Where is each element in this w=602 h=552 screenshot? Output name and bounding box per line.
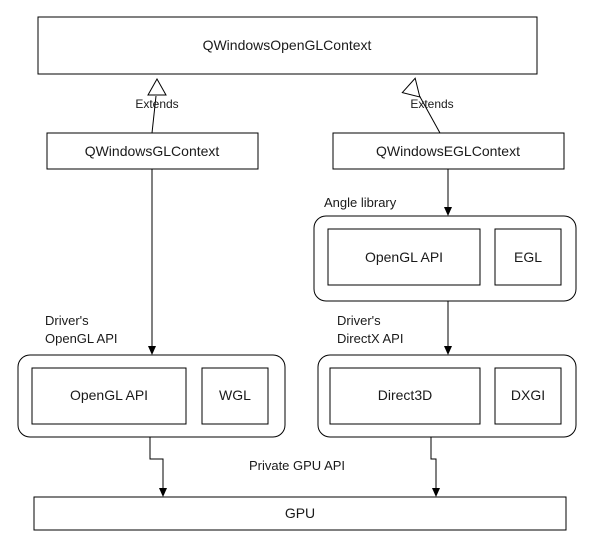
node-gpu xyxy=(33,496,567,531)
arrowhead-angle-to-driver-directx xyxy=(444,346,452,355)
node-angle-opengl-api xyxy=(327,228,481,286)
node-qwindowseglcontext-label: QWindowsEGLContext xyxy=(376,143,520,159)
node-gpu-label: GPU xyxy=(285,505,315,521)
node-driver-opengl-api xyxy=(31,367,187,425)
node-wgl xyxy=(201,367,269,425)
node-egl xyxy=(494,228,562,286)
node-driver-opengl-api-label: OpenGL API xyxy=(70,387,148,403)
arrowhead-glcontext-to-driver-opengl xyxy=(148,346,156,355)
drivers-directx-label-line1: Driver's xyxy=(337,313,381,328)
node-egl-label: EGL xyxy=(514,249,542,265)
node-qwindowsglcontext xyxy=(46,132,259,170)
edge-driver-directx-to-gpu xyxy=(430,437,437,488)
extends-label-right: Extends xyxy=(410,97,453,111)
arrowhead-eglcontext-to-angle xyxy=(444,207,452,216)
drivers-directx-label-line2: DirectX API xyxy=(337,331,403,346)
node-qwindowsopenglcontext xyxy=(37,16,538,75)
angle-library-label: Angle library xyxy=(324,195,397,210)
edge-glcontext-extends xyxy=(151,95,157,134)
node-dxgi-label: DXGI xyxy=(511,387,545,403)
node-direct3d-label: Direct3D xyxy=(378,387,432,403)
edge-driver-opengl-to-gpu xyxy=(149,437,164,488)
arrowhead-driver-opengl-to-gpu xyxy=(159,488,167,497)
node-qwindowsopenglcontext-label: QWindowsOpenGLContext xyxy=(203,37,372,53)
edge-eglcontext-extends xyxy=(418,94,441,134)
private-gpu-api-label: Private GPU API xyxy=(249,458,345,473)
node-qwindowsglcontext-label: QWindowsGLContext xyxy=(85,143,220,159)
inheritance-triangle-left xyxy=(147,77,167,96)
arrowhead-driver-directx-to-gpu xyxy=(432,488,440,497)
inheritance-triangle-right xyxy=(401,77,421,98)
node-dxgi xyxy=(494,367,562,425)
node-angle-opengl-api-label: OpenGL API xyxy=(365,249,443,265)
node-wgl-label: WGL xyxy=(219,387,251,403)
node-direct3d xyxy=(329,367,481,425)
drivers-opengl-label-line2: OpenGL API xyxy=(45,331,118,346)
node-qwindowseglcontext xyxy=(332,132,565,170)
drivers-opengl-label-line1: Driver's xyxy=(45,313,89,328)
extends-label-left: Extends xyxy=(135,97,178,111)
